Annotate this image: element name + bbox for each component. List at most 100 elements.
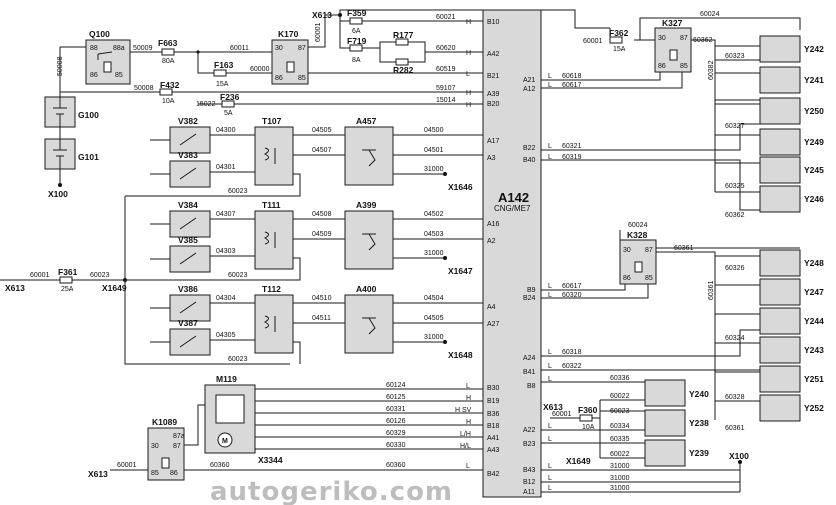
t112-label: T112 — [262, 284, 281, 294]
t107-label: T107 — [262, 116, 282, 126]
mark-a21-l: L — [548, 73, 552, 80]
wire-60360-label: 60360 — [210, 462, 230, 469]
wire-k1089-to-m119 — [184, 404, 205, 446]
valve-y244 — [759, 307, 801, 335]
pin-a12: A12 — [523, 86, 536, 93]
wire-60023d-label: 60023 — [90, 272, 110, 279]
valve-y248 — [759, 249, 801, 277]
k1089-pin85: 85 — [151, 470, 159, 477]
module-a400 — [344, 294, 394, 354]
fuse-f163 — [213, 69, 227, 77]
fuse-f236 — [221, 100, 235, 108]
fuse-f359 — [349, 17, 363, 25]
wire-60382-label: 60382 — [708, 60, 715, 80]
wire-04304-label: 04304 — [216, 295, 236, 302]
a400-label: A400 — [356, 284, 377, 294]
wire-04507-label: 04507 — [312, 147, 332, 154]
mark-b9-l: L — [548, 283, 552, 290]
wire-60023-bus — [124, 196, 290, 365]
t107-wires — [125, 134, 345, 197]
wire-31000a-label: 31000 — [424, 166, 444, 173]
sensor-group-2: V384 V385 T111 04307 04303 04508 04509 6… — [125, 200, 483, 281]
f359-label: F359 — [347, 8, 367, 18]
t107-coil-icon — [263, 147, 276, 164]
k1089-pin30: 30 — [151, 443, 159, 450]
wire-60001d-label: 60001 — [552, 411, 572, 418]
mark-a43-hl: H/L — [460, 443, 471, 450]
mark-b22-l: L — [548, 143, 552, 150]
y242-label: Y242 — [804, 44, 824, 54]
wire-04503-label: 04503 — [424, 231, 444, 238]
wire-60336-label: 60336 — [610, 375, 630, 382]
g101-label: G101 — [78, 152, 99, 162]
pin-b36: B36 — [487, 411, 500, 418]
wire-60329-label: 60329 — [386, 430, 406, 437]
transformer-t112 — [254, 294, 294, 354]
t112-wires — [210, 302, 345, 364]
transformer-t107 — [254, 126, 294, 186]
resistor-r282 — [395, 58, 409, 66]
wire-60024-label: 60024 — [700, 11, 720, 18]
pin-b18: B18 — [487, 423, 500, 430]
f719-label: F719 — [347, 36, 367, 46]
wire-60327-label: 60327 — [725, 123, 745, 130]
mark-b40-l: L — [548, 154, 552, 161]
q100-pin88a: 88a — [113, 45, 125, 52]
pin-b9: B9 — [527, 287, 536, 294]
t111-wires — [125, 218, 345, 281]
v386-label: V386 — [178, 284, 198, 294]
sensor-v387 — [169, 328, 211, 356]
wire-a24-b41-b8 — [541, 329, 760, 383]
y249-label: Y249 — [804, 137, 824, 147]
x613-top-label: X613 — [312, 10, 332, 20]
wire-60001-k170 — [308, 14, 340, 48]
wire-04501-label: 04501 — [424, 147, 444, 154]
wire-60023a-label: 60023 — [228, 188, 248, 195]
r177-label: R177 — [393, 30, 414, 40]
wire-31000b-label: 31000 — [424, 250, 444, 257]
x100-bottom-label: X100 — [729, 451, 749, 461]
wire-31000f-label: 31000 — [610, 485, 630, 492]
wire-60324-label: 60324 — [725, 335, 745, 342]
x100-left-label: X100 — [48, 189, 68, 199]
relay-k1089 — [147, 427, 185, 481]
wire-f163-feed — [197, 52, 272, 74]
a457-wires — [393, 134, 483, 175]
wire-15022-label: 15022 — [196, 101, 216, 108]
wire-04307-label: 04307 — [216, 211, 236, 218]
fuse-f361 — [59, 276, 73, 284]
pin-b10: B10 — [487, 19, 500, 26]
k328-pin85: 85 — [645, 275, 653, 282]
k170-pin87: 87 — [298, 45, 306, 52]
wire-60325-label: 60325 — [725, 183, 745, 190]
v383-label: V383 — [178, 150, 198, 160]
pin-a4: A4 — [487, 304, 496, 311]
wire-60328-label: 60328 — [725, 394, 745, 401]
wire-60322-label: 60322 — [562, 363, 582, 370]
sensor-arrow-icon — [179, 133, 197, 180]
wire-04505b-label: 04505 — [424, 315, 444, 322]
pin-b42: B42 — [487, 471, 500, 478]
wire-60022a-label: 60022 — [610, 393, 630, 400]
wire-60321-label: 60321 — [562, 143, 582, 150]
a457-label: A457 — [356, 116, 377, 126]
x1647-node — [443, 256, 447, 260]
y238-label: Y238 — [689, 418, 709, 428]
wire-31000c-label: 31000 — [424, 334, 444, 341]
pin-a17: A17 — [487, 138, 500, 145]
valve-bottom-feed — [715, 255, 760, 402]
pin-b8: B8 — [527, 383, 536, 390]
wire-04300-label: 04300 — [216, 127, 236, 134]
pin-b41: B41 — [523, 369, 536, 376]
a400-wires — [393, 302, 483, 343]
pin-b40: B40 — [523, 157, 536, 164]
y244-label: Y244 — [804, 316, 824, 326]
wire-04508-label: 04508 — [312, 211, 332, 218]
valve-y240 — [644, 379, 686, 407]
pin-b24: B24 — [523, 295, 536, 302]
a457-module-icon — [362, 149, 376, 167]
f359-rating: 6A — [352, 28, 361, 35]
g100-label: G100 — [78, 110, 99, 120]
pin-a24: A24 — [523, 355, 536, 362]
q100-pin88: 88 — [90, 45, 98, 52]
